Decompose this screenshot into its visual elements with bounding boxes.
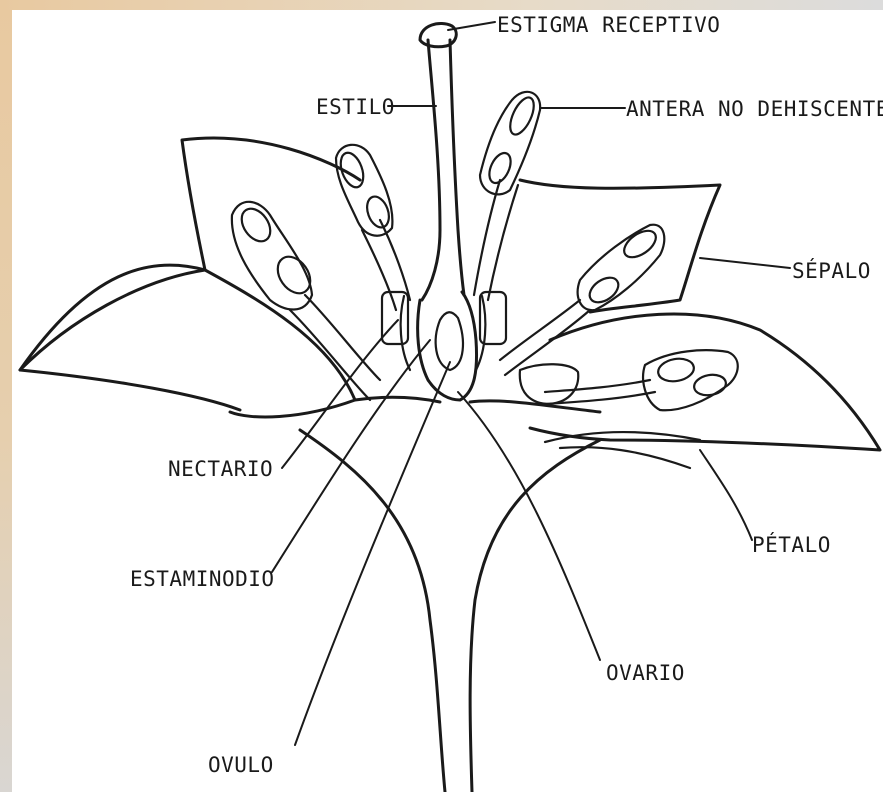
stamen-filament-1 bbox=[290, 295, 380, 400]
leader-sepal bbox=[700, 258, 790, 268]
label-nectary: NECTARIO bbox=[168, 457, 273, 481]
label-petal: PÉTALO bbox=[752, 532, 831, 557]
ovary bbox=[418, 292, 477, 400]
style bbox=[422, 40, 464, 300]
stamen-filament-3 bbox=[474, 180, 518, 300]
label-anther: ANTERA NO DEHISCENTE bbox=[626, 97, 883, 121]
anther-2 bbox=[336, 145, 393, 236]
leader-nectary bbox=[282, 320, 398, 468]
label-ovule: OVULO bbox=[208, 753, 274, 777]
label-stigma: ESTIGMA RECEPTIVO bbox=[497, 13, 720, 37]
pedicel bbox=[300, 430, 600, 792]
anther-4 bbox=[578, 225, 665, 311]
staminode-blob bbox=[520, 364, 578, 404]
anther-5 bbox=[643, 350, 738, 410]
stigma bbox=[420, 24, 456, 47]
anther-3 bbox=[480, 92, 540, 195]
right-sepal-outline bbox=[520, 180, 720, 312]
right-petal-outline bbox=[530, 314, 880, 450]
leader-petal bbox=[700, 450, 752, 540]
label-ovary: OVARIO bbox=[606, 661, 685, 685]
label-staminode: ESTAMINODIO bbox=[130, 567, 275, 591]
label-style: ESTILO bbox=[316, 95, 395, 119]
label-sepal: SÉPALO bbox=[792, 258, 871, 283]
petal-fold bbox=[545, 432, 700, 468]
leader-ovary bbox=[458, 392, 600, 660]
leader-stigma bbox=[448, 22, 495, 30]
